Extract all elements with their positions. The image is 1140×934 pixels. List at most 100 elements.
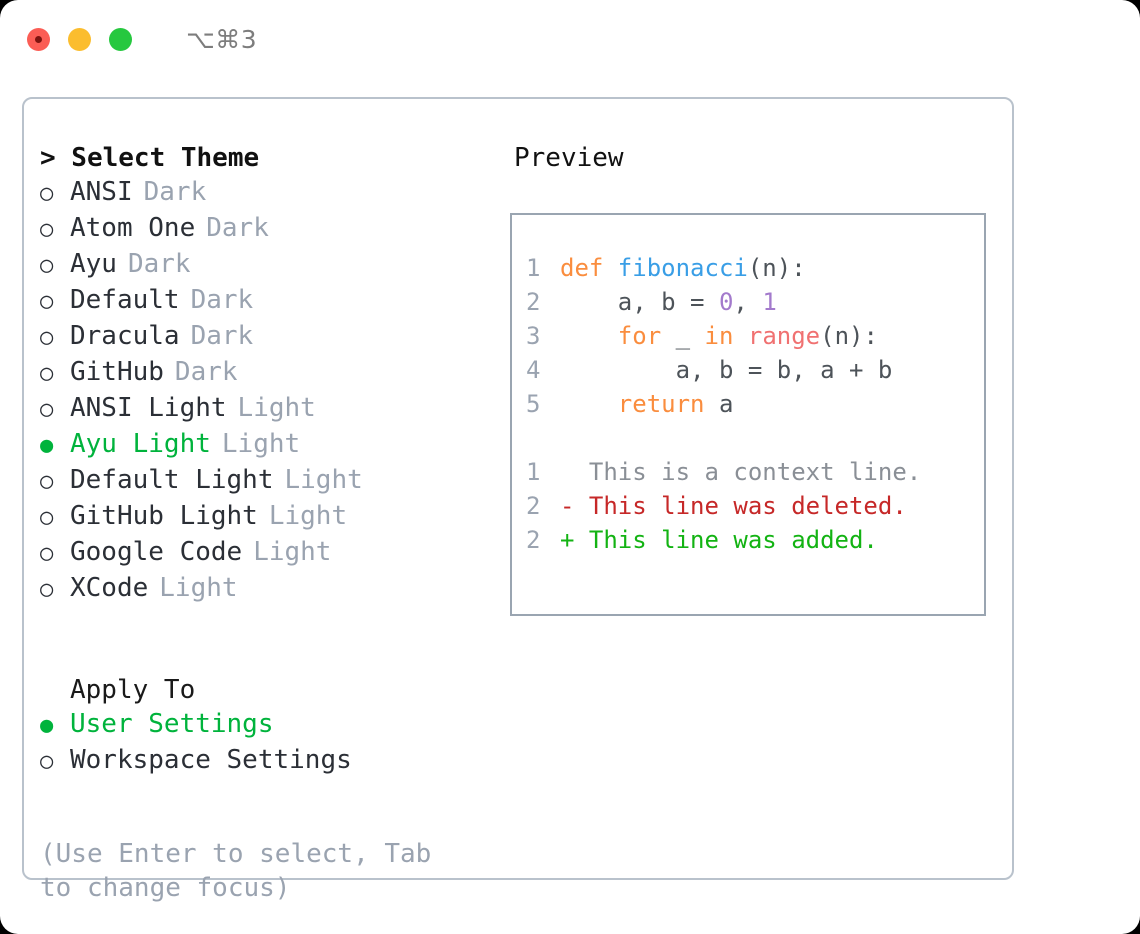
theme-option-default[interactable]: ○ Default Dark (40, 283, 510, 319)
theme-option-default-light[interactable]: ○ Default Light Light (40, 463, 510, 499)
code-token: , (733, 288, 763, 316)
code-token: fibonacci (617, 254, 748, 282)
theme-option-ayu-light[interactable]: ● Ayu Light Light (40, 427, 510, 463)
theme-variant-tag: Light (221, 429, 301, 459)
theme-option-label: Default Light (70, 465, 274, 495)
radio-unselected-icon: ○ (40, 325, 54, 350)
code-token (560, 322, 618, 350)
code-token: return (617, 390, 705, 418)
traffic-lights (27, 27, 132, 51)
title-bar: ⌥⌘3 (0, 0, 1140, 78)
theme-option-label: Atom One (70, 213, 196, 243)
theme-option-label: Default (70, 285, 180, 315)
code-token: a, b = b, a + b (560, 356, 893, 384)
radio-unselected-icon: ○ (40, 577, 54, 602)
line-number: 1 (526, 458, 541, 486)
code-line: 5 return a (526, 387, 984, 421)
theme-option-label: XCode (70, 573, 149, 603)
theme-variant-tag: Dark (143, 177, 207, 207)
apply-to-list[interactable]: ●User Settings ○ Workspace Settings (40, 707, 510, 779)
keyboard-shortcut-label: ⌥⌘3 (186, 24, 258, 54)
diff-line-add: 2+ This line was added. (526, 523, 984, 557)
select-theme-heading: > Select Theme (40, 143, 260, 173)
code-token: a, b = (560, 288, 719, 316)
apply-to-option-user-settings[interactable]: ●User Settings (40, 707, 510, 743)
theme-option-label: GitHub Light (70, 501, 258, 531)
radio-selected-icon: ● (40, 713, 54, 738)
code-token (560, 390, 618, 418)
theme-option-label: Google Code (70, 537, 243, 567)
theme-option-label: ANSI (70, 177, 133, 207)
theme-option-label: GitHub (70, 357, 164, 387)
theme-variant-tag: Dark (174, 357, 238, 387)
code-diff-spacer (526, 421, 984, 455)
diff-sample: 1 This is a context line. 2 - This line wa… (526, 455, 984, 557)
code-line: 2 a, b = 0, 1 (526, 285, 984, 319)
apply-to-option-label: Workspace Settings (70, 745, 352, 775)
code-line: 4 a, b = b, a + b (526, 353, 984, 387)
theme-option-atom-one[interactable]: ○ Atom One Dark (40, 211, 510, 247)
code-token: a (704, 390, 734, 418)
line-number: 5 (526, 390, 541, 418)
radio-unselected-icon: ○ (40, 749, 54, 774)
code-token: def (560, 254, 618, 282)
diff-line-text: + This line was added. (560, 526, 878, 554)
minimize-button[interactable] (68, 27, 91, 51)
line-number: 4 (526, 356, 541, 384)
diff-line-ctx: 1 This is a context line. (526, 455, 984, 489)
theme-variant-tag: Light (268, 501, 348, 531)
line-number: 3 (526, 322, 541, 350)
code-token: (n): (820, 322, 878, 350)
theme-option-label: Dracula (70, 321, 180, 351)
theme-option-label: ANSI Light (70, 393, 227, 423)
radio-unselected-icon: ○ (40, 181, 54, 206)
radio-unselected-icon: ○ (40, 397, 54, 422)
line-number: 1 (526, 254, 541, 282)
radio-unselected-icon: ○ (40, 289, 54, 314)
code-token (733, 322, 747, 350)
diff-line-del: 2 - This line was deleted. (526, 489, 984, 523)
theme-variant-tag: Light (237, 393, 316, 423)
maximize-button[interactable] (109, 27, 132, 51)
radio-unselected-icon: ○ (40, 217, 54, 242)
code-token: (n): (747, 254, 806, 282)
theme-option-label: Ayu (70, 249, 117, 279)
theme-option-ansi-light[interactable]: ○ ANSI Light Light (40, 391, 510, 427)
radio-selected-icon: ● (40, 433, 54, 458)
preview-heading: Preview (514, 143, 624, 173)
code-line: 1 def fibonacci(n): (526, 251, 984, 285)
theme-option-ansi[interactable]: ○ ANSI Dark (40, 175, 510, 211)
theme-variant-tag: Dark (190, 285, 254, 315)
line-number: 2 (526, 288, 541, 316)
code-token: for (617, 322, 662, 350)
code-token: in (704, 322, 734, 350)
code-token: range (747, 322, 821, 350)
diff-line-text: - This line was deleted. (560, 492, 907, 520)
radio-unselected-icon: ○ (40, 469, 54, 494)
theme-variant-tag: Dark (206, 213, 269, 243)
theme-option-label: Ayu Light (70, 429, 211, 459)
radio-unselected-icon: ○ (40, 541, 54, 566)
apply-to-section: Apply To ●User Settings ○ Workspace Settin… (40, 673, 510, 779)
code-token: _ (661, 322, 705, 350)
close-button[interactable] (27, 27, 50, 51)
theme-option-github[interactable]: ○ GitHub Dark (40, 355, 510, 391)
radio-unselected-icon: ○ (40, 361, 54, 386)
apply-to-option-workspace-settings[interactable]: ○ Workspace Settings (40, 743, 510, 779)
apply-to-heading: Apply To (70, 675, 196, 705)
code-token: 0 (718, 288, 734, 316)
theme-variant-tag: Light (284, 465, 363, 495)
line-number: 2 (526, 492, 541, 520)
